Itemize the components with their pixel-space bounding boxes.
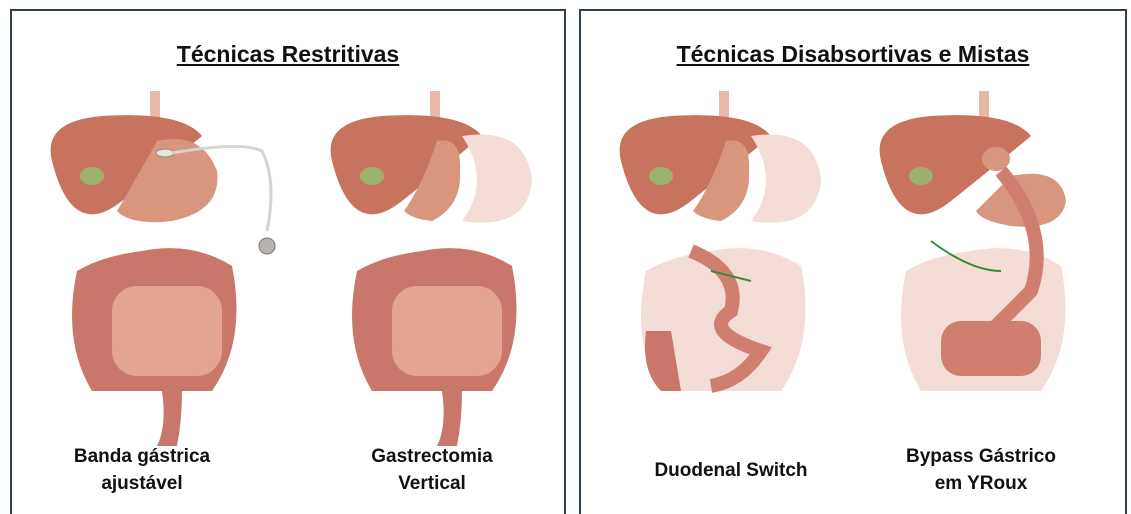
sleeve-gastrectomy-anatomy-icon (312, 91, 562, 451)
vertical-gastrectomy-illustration (312, 91, 562, 451)
gastric-band-anatomy-icon (32, 91, 282, 451)
roux-en-y-gastric-bypass-illustration (861, 91, 1111, 451)
adjustable-gastric-band-illustration (32, 91, 282, 451)
panel-restrictive-techniques: Técnicas Restritivas Banda gástrica ajus… (10, 9, 566, 514)
caption-line: em YRoux (871, 470, 1091, 497)
caption-line: Duodenal Switch (621, 457, 841, 484)
gallbladder-icon (360, 167, 384, 185)
duodenal-switch-illustration (601, 91, 851, 451)
panel-malabsorptive-mixed-techniques: Técnicas Disabsortivas e Mistas Duodenal… (579, 9, 1127, 514)
caption-gastric-bypass: Bypass Gástrico em YRoux (871, 443, 1091, 497)
gallbladder-icon (649, 167, 673, 185)
gallbladder-icon (80, 167, 104, 185)
gastric-bypass-anatomy-icon (861, 91, 1111, 451)
caption-line: Gastrectomia (322, 443, 542, 470)
caption-line: Banda gástrica (32, 443, 252, 470)
gallbladder-icon (909, 167, 933, 185)
caption-line: Vertical (322, 470, 542, 497)
caption-line: ajustável (32, 470, 252, 497)
panel-title-restrictive: Técnicas Restritivas (12, 41, 564, 68)
gastric-band-port-icon (259, 238, 275, 254)
caption-duodenal-switch: Duodenal Switch (621, 457, 841, 484)
caption-line: Bypass Gástrico (871, 443, 1091, 470)
panel-title-malabsorptive: Técnicas Disabsortivas e Mistas (581, 41, 1125, 68)
caption-vertical-gastrectomy: Gastrectomia Vertical (322, 443, 542, 497)
caption-adjustable-gastric-band: Banda gástrica ajustável (32, 443, 252, 497)
gastric-band-icon (156, 149, 174, 157)
duodenal-switch-anatomy-icon (601, 91, 851, 451)
removed-stomach-icon (462, 134, 532, 222)
